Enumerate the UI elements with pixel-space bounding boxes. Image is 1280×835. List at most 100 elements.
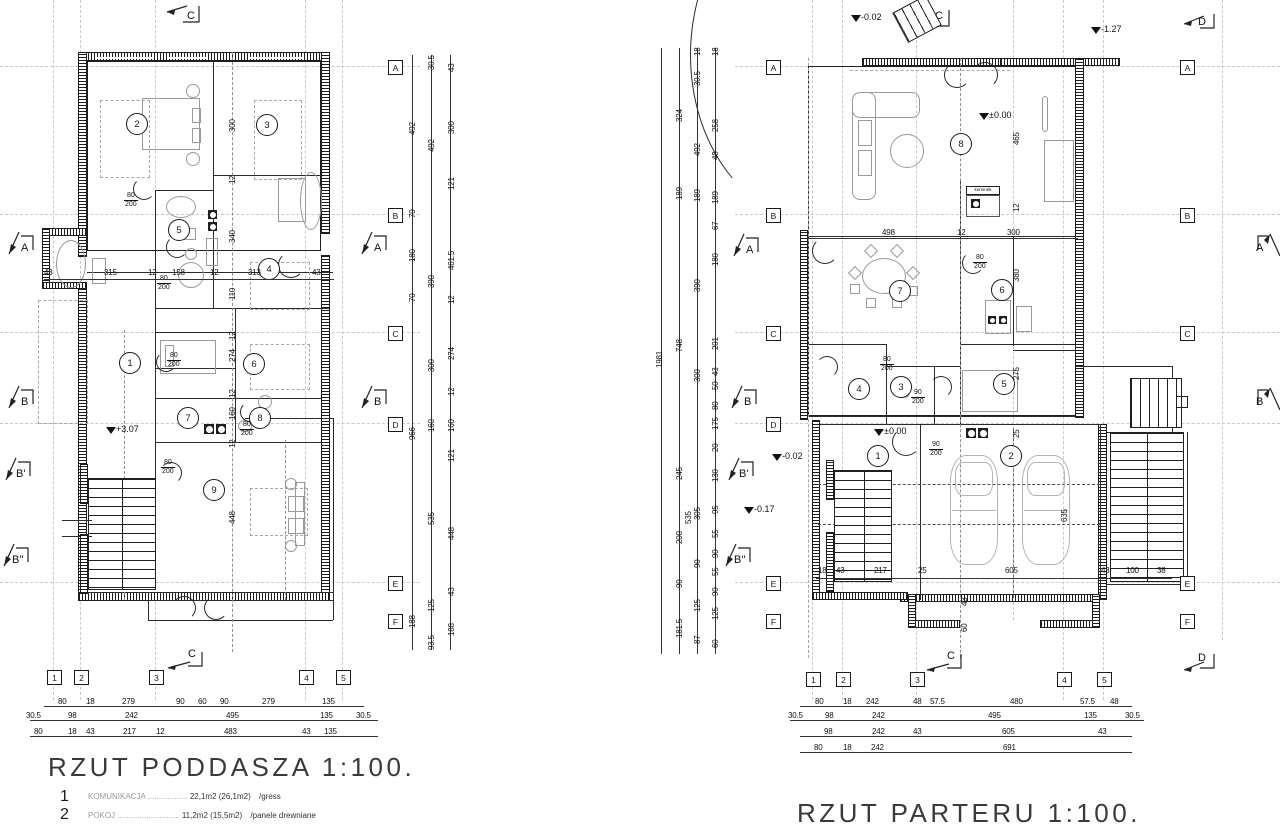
section-marker-a-far-right: A: [1256, 228, 1280, 267]
dimension-text: 43: [312, 268, 321, 277]
dimension-text: 465: [1012, 132, 1021, 145]
grid-marker-b-left: B: [766, 208, 781, 223]
section-marker-d-top: D: [1182, 10, 1222, 41]
dimension-text: 300: [228, 119, 237, 132]
grid-marker-3: 3: [149, 670, 164, 685]
dimension-text: 12: [210, 268, 219, 277]
grid-marker-3: 3: [910, 672, 925, 687]
grid-marker-f-left: F: [766, 614, 781, 629]
dimension-text: 160: [228, 407, 237, 420]
grid-marker-f: F: [388, 614, 403, 629]
grid-marker-4: 4: [1057, 672, 1072, 687]
dimension-text: 380: [1012, 269, 1021, 282]
dimension-text: 313: [248, 268, 261, 277]
dimension-text: 43: [836, 566, 845, 575]
elevation-triangle-icon: [979, 113, 989, 120]
room-bubble: 3: [890, 376, 912, 398]
grid-marker-e-left: E: [766, 576, 781, 591]
dimension-text: 12: [228, 175, 237, 185]
dimension-text: 315: [104, 268, 117, 277]
dimension-text: 12: [228, 389, 237, 399]
grid-marker-a-right: A: [1180, 60, 1195, 75]
grid-marker-f-right: F: [1180, 614, 1195, 629]
grid-marker-b-right: B: [1180, 208, 1195, 223]
dimension-text: 300: [1007, 228, 1020, 237]
dimension-text: 12: [228, 331, 237, 341]
room-bubble: 6: [991, 279, 1013, 301]
dimension-text: 43: [44, 268, 53, 277]
room-bubble: 3: [256, 114, 278, 136]
car-2: [1022, 455, 1070, 565]
fireplace: kominek: [966, 186, 1000, 195]
section-marker-b-far-right: B: [1256, 382, 1280, 421]
room-bubble: 2: [126, 113, 148, 135]
dimension-text: 340: [228, 230, 237, 243]
section-marker-c-bottom-right: C: [925, 650, 969, 679]
elevation-triangle-icon: [851, 15, 861, 22]
room-bubble: 7: [177, 407, 199, 429]
elevation-marker: ±0.00: [979, 110, 1011, 120]
grid-marker-e-right: E: [1180, 576, 1195, 591]
section-marker-bdprime-mid: B'': [722, 540, 756, 579]
dimension-text: 448: [228, 511, 237, 524]
room-bubble: 9: [203, 479, 225, 501]
dimension-text: 18: [818, 566, 827, 575]
dimension-text: 12: [1012, 203, 1021, 213]
elevation-triangle-icon: [744, 507, 754, 514]
room-bubble: 8: [950, 133, 972, 155]
left-plan-title: RZUT PODDASZA 1:100.: [48, 752, 416, 782]
grid-marker-d: D: [388, 417, 403, 432]
room-bubble: 5: [168, 219, 190, 241]
room-bubble: 7: [889, 280, 911, 302]
legend-row: POKOJ ............................ 11,2m…: [88, 811, 316, 820]
dimension-text: 12: [957, 228, 966, 237]
dimension-text: 635: [1060, 509, 1069, 522]
section-marker-b-right: B: [358, 382, 392, 421]
room-bubble: 6: [243, 353, 265, 375]
car-1: [950, 455, 998, 565]
elevation-triangle-icon: [772, 454, 782, 461]
section-marker-a-mid: A: [730, 230, 764, 269]
grid-marker-4: 4: [299, 670, 314, 685]
legend-row: KOMUNIKACJA .................. 22,1m2 (2…: [88, 792, 281, 801]
section-marker-bprime-left: B': [2, 454, 36, 493]
room-legend: 1 KOMUNIKACJA .................. 22,1m2 …: [60, 788, 316, 832]
section-marker-c-bottom: C: [166, 648, 210, 677]
dimension-text: 275: [1012, 367, 1021, 380]
section-marker-bdprime-left: B'': [0, 540, 34, 579]
grid-marker-2: 2: [74, 670, 89, 685]
right-plan-title: RZUT PARTERU 1:100.: [797, 798, 1141, 828]
grid-marker-2: 2: [836, 672, 851, 687]
section-marker-b-left: B: [5, 382, 39, 421]
dimension-text: 158: [172, 268, 185, 277]
room-bubble: 2: [1000, 445, 1022, 467]
legend-bubble-partial: [60, 824, 69, 832]
grid-marker-c-left: C: [766, 326, 781, 341]
elevation-marker: -0.17: [744, 504, 775, 514]
dimension-text: 38: [1157, 566, 1166, 575]
room-bubble: 1: [867, 445, 889, 467]
section-marker-c-top: C: [165, 2, 207, 33]
elevation-marker: -0.02: [772, 451, 803, 461]
section-marker-bprime-mid: B': [725, 454, 759, 493]
dimension-text: 498: [882, 228, 895, 237]
legend-bubble: 1: [60, 788, 69, 805]
grid-marker-5: 5: [1097, 672, 1112, 687]
dimension-text: 110: [228, 287, 237, 300]
elevation-triangle-icon: [874, 429, 884, 436]
dimension-text: 43: [960, 597, 969, 607]
dimension-text: 25: [918, 566, 927, 575]
section-marker-b-mid: B: [728, 382, 762, 421]
dimension-text: 25: [1012, 429, 1021, 439]
elevation-marker: ±0.00: [874, 426, 906, 436]
dimension-text: 12: [228, 439, 237, 449]
